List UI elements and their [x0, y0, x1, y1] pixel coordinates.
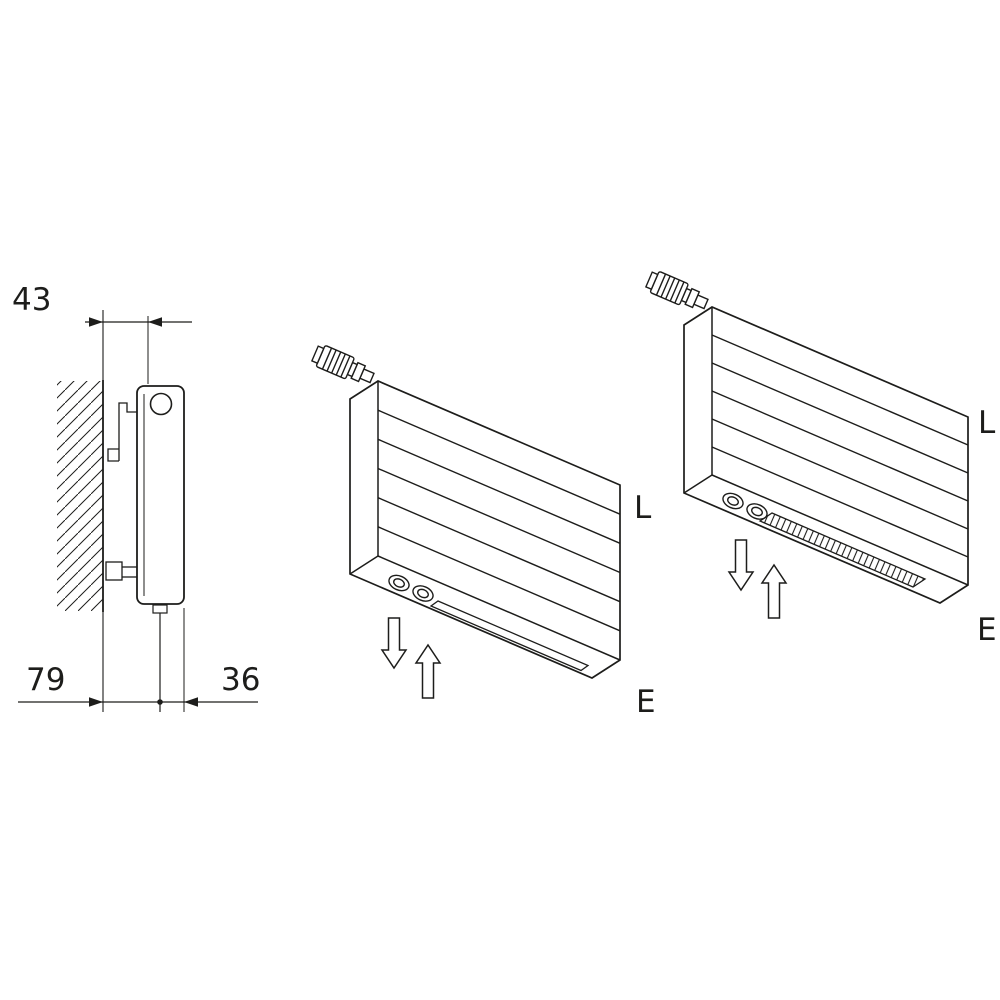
fitting-inner [727, 496, 739, 506]
bracket-wall-foot [107, 448, 119, 462]
bottom-connections [388, 574, 590, 672]
fitting-outer [388, 574, 410, 592]
label-e: E [977, 612, 997, 648]
valve-cap [310, 345, 325, 365]
fitting-inner [393, 578, 405, 588]
slat-line [711, 362, 969, 474]
connection-fitting [746, 503, 768, 520]
wall-section [57, 310, 104, 712]
flow-up-arrow-icon [760, 563, 788, 619]
dim-value-top: 43 [12, 282, 51, 318]
connection-pipe [152, 604, 168, 712]
valve-rib [330, 351, 342, 374]
dim-value-bottom-right: 36 [221, 662, 260, 698]
valve-rib [664, 277, 676, 300]
radiator-right: L E [644, 271, 997, 648]
slat-line [711, 334, 969, 446]
valve-rib [340, 355, 351, 378]
flow-arrows [727, 539, 788, 619]
label-l: L [978, 405, 996, 441]
dim-arrow-left-icon [148, 317, 162, 327]
slat-line [711, 418, 969, 530]
bottom-wall-bracket [105, 561, 137, 581]
bracket-hook [118, 402, 137, 461]
dim-center-dot [157, 699, 163, 705]
fitting-outer [412, 585, 434, 602]
dim-arrow-right-icon [89, 697, 103, 707]
valve-rib [660, 275, 671, 298]
dim-arrow-right-icon [89, 317, 103, 327]
valve-rib [669, 279, 680, 302]
connection-fitting [722, 492, 744, 510]
dimension-bottom: 79 36 [18, 662, 260, 707]
valve-rib [335, 353, 346, 376]
front-bottom-edge [711, 474, 969, 586]
slat-line [377, 526, 621, 632]
fitting-outer [722, 492, 744, 510]
front-bottom-edge [377, 555, 621, 661]
slat-line [377, 438, 621, 544]
front-slats [377, 409, 621, 632]
bottom-left-edge [683, 474, 713, 494]
slat-line [711, 446, 969, 558]
bottom-connections [722, 492, 927, 588]
fitting-inner [751, 506, 763, 517]
radiator-profile-body [136, 385, 185, 605]
thermostat-valve [644, 271, 709, 310]
pipe-fitting [152, 604, 168, 614]
connection-fitting [412, 585, 434, 602]
dimension-top: 43 [12, 282, 192, 384]
dim-value-bottom-left: 79 [26, 662, 65, 698]
flow-down-arrow-icon [380, 617, 408, 670]
label-e: E [636, 684, 656, 720]
side-connection-circle [149, 392, 173, 416]
radiator-middle: L E [310, 345, 656, 720]
label-l: L [634, 490, 652, 526]
valve-rib [321, 347, 333, 370]
bottom-left-edge [349, 555, 379, 575]
flow-down-arrow-icon [727, 539, 755, 592]
valve-cap [644, 271, 659, 291]
bracket-block [105, 561, 123, 581]
slat-line [377, 467, 621, 574]
slat-line [711, 390, 969, 502]
top-wall-bracket [107, 402, 137, 462]
thermostat-valve [310, 345, 375, 384]
connection-fitting [388, 574, 410, 592]
slat-line [377, 409, 621, 515]
valve-rib [326, 349, 337, 372]
slat-line [377, 497, 621, 603]
fitting-inner [417, 588, 429, 599]
valve-rib [655, 273, 667, 296]
flow-up-arrow-icon [414, 643, 442, 699]
dim-arrow-left-icon [184, 697, 198, 707]
fitting-outer [746, 503, 768, 520]
bottom-grille [758, 512, 927, 588]
front-slats [711, 334, 969, 558]
side-view: 43 79 36 [12, 282, 260, 712]
wall-hatch [57, 381, 103, 611]
bottom-slot [429, 600, 590, 672]
flow-arrows [380, 617, 442, 699]
radiator-side-profile [136, 385, 185, 605]
valve-rib [674, 281, 685, 304]
